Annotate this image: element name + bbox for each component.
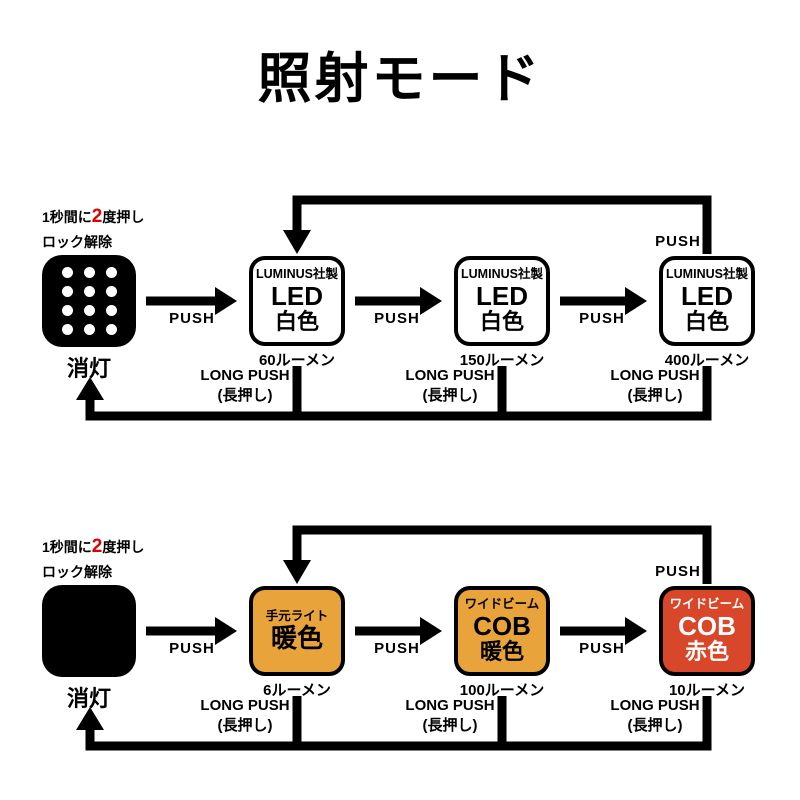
lumens-label: 100ルーメン (459, 682, 545, 699)
lumens-label: 10ルーメン (668, 682, 746, 699)
long-push-subtext: (長押し) (627, 386, 683, 404)
led-dot (61, 324, 73, 335)
led-dot (105, 305, 117, 316)
push-arrow (146, 617, 237, 645)
long-push-subtext: (長押し) (422, 716, 478, 734)
page-title: 照射モード (257, 49, 543, 109)
long-push-subtext: (長押し) (422, 386, 478, 404)
led-dot (61, 286, 73, 297)
push-arrow (355, 617, 442, 645)
lumens-label: 150ルーメン (459, 352, 545, 369)
mode-box: ワイドビーム COB 赤色 (659, 586, 755, 676)
push-label-loop: PUSH (655, 233, 701, 250)
unlock-note: 1秒間に2度押し ロック解除 (42, 533, 144, 583)
unlock-count: 2 (91, 206, 103, 227)
led-dot (105, 324, 117, 335)
push-label: PUSH (169, 640, 215, 657)
off-label: 消灯 (66, 686, 111, 711)
led-dot (105, 267, 117, 278)
push-label: PUSH (579, 640, 625, 657)
unlock-line1: 1秒間に2度押し (42, 203, 144, 232)
power-off-box (42, 255, 136, 347)
mode-box-maker: LUMINUS社製 (256, 267, 338, 282)
long-push-label: LONG PUSH (長押し) (380, 366, 520, 405)
push-label-loop: PUSH (655, 563, 701, 580)
mode-box-sub: 白色 (684, 308, 729, 334)
led-dot (83, 286, 95, 297)
mode-box-main: LED (681, 280, 733, 311)
unlock-count: 2 (91, 536, 103, 557)
lumens-label: 6ルーメン (263, 682, 331, 699)
mode-box: ワイドビーム COB 暖色 (454, 586, 550, 676)
long-push-return-line (76, 696, 712, 751)
unlock-line2: ロック解除 (42, 233, 112, 250)
long-push-text: LONG PUSH (200, 697, 290, 714)
long-push-return-line (76, 366, 712, 421)
unlock-line1: 1秒間に2度押し (42, 533, 144, 562)
push-label: PUSH (374, 310, 420, 327)
long-push-text: LONG PUSH (405, 367, 495, 384)
unlock-text: 度押し (102, 209, 145, 225)
long-push-subtext: (長押し) (217, 386, 273, 404)
mode-box-main: COB (678, 610, 736, 641)
lumens-label: 400ルーメン (664, 352, 750, 369)
unlock-text: 1秒間に (42, 209, 92, 225)
unlock-note: 1秒間に2度押し ロック解除 (42, 203, 144, 253)
mode-box-sub: 赤色 (684, 638, 729, 664)
mode-box-main: LED (271, 280, 323, 311)
mode-box-sub: 白色 (274, 308, 319, 334)
mode-box-maker: 手元ライト (265, 609, 329, 624)
long-push-text: LONG PUSH (200, 367, 290, 384)
led-dot (61, 305, 73, 316)
push-arrow (560, 287, 647, 315)
push-label: PUSH (579, 310, 625, 327)
long-push-label: LONG PUSH (長押し) (175, 366, 315, 405)
unlock-line2: ロック解除 (42, 563, 112, 580)
mode-box-maker: ワイドビーム (464, 597, 540, 612)
mode-box-sub: 白色 (479, 308, 524, 334)
push-arrow (560, 617, 647, 645)
long-push-text: LONG PUSH (405, 697, 495, 714)
long-push-subtext: (長押し) (217, 716, 273, 734)
long-push-label: LONG PUSH (長押し) (585, 696, 725, 735)
led-dot (83, 324, 95, 335)
long-push-text: LONG PUSH (610, 367, 700, 384)
mode-box-maker: ワイドビーム (669, 597, 745, 612)
loop-back-arrow (283, 195, 712, 254)
led-dot-grid (61, 267, 117, 335)
mode-box: LUMINUS社製 LED 白色 (659, 256, 755, 346)
long-push-label: LONG PUSH (長押し) (585, 366, 725, 405)
led-dot (83, 267, 95, 278)
long-push-label: LONG PUSH (長押し) (380, 696, 520, 735)
lumens-label: 60ルーメン (258, 352, 336, 369)
mode-box-main: 暖色 (270, 622, 323, 653)
mode-box: LUMINUS社製 LED 白色 (249, 256, 345, 346)
mode-box: 手元ライト 暖色 (249, 586, 345, 676)
loop-back-arrow (283, 525, 712, 584)
mode-box: LUMINUS社製 LED 白色 (454, 256, 550, 346)
long-push-text: LONG PUSH (610, 697, 700, 714)
mode-box-main: COB (473, 610, 531, 641)
led-dot (105, 286, 117, 297)
led-dot (83, 305, 95, 316)
mode-box-maker: LUMINUS社製 (666, 267, 748, 282)
power-off-box (42, 585, 136, 677)
push-label: PUSH (169, 310, 215, 327)
led-dot (61, 267, 73, 278)
unlock-text: 度押し (102, 539, 145, 555)
mode-box-sub: 暖色 (479, 638, 524, 664)
mode-box-main: LED (476, 280, 528, 311)
mode-box-maker: LUMINUS社製 (461, 267, 543, 282)
unlock-text: 1秒間に (42, 539, 92, 555)
long-push-label: LONG PUSH (長押し) (175, 696, 315, 735)
push-label: PUSH (374, 640, 420, 657)
long-push-subtext: (長押し) (627, 716, 683, 734)
push-arrow (146, 287, 237, 315)
off-label: 消灯 (66, 356, 111, 381)
push-arrow (355, 287, 442, 315)
